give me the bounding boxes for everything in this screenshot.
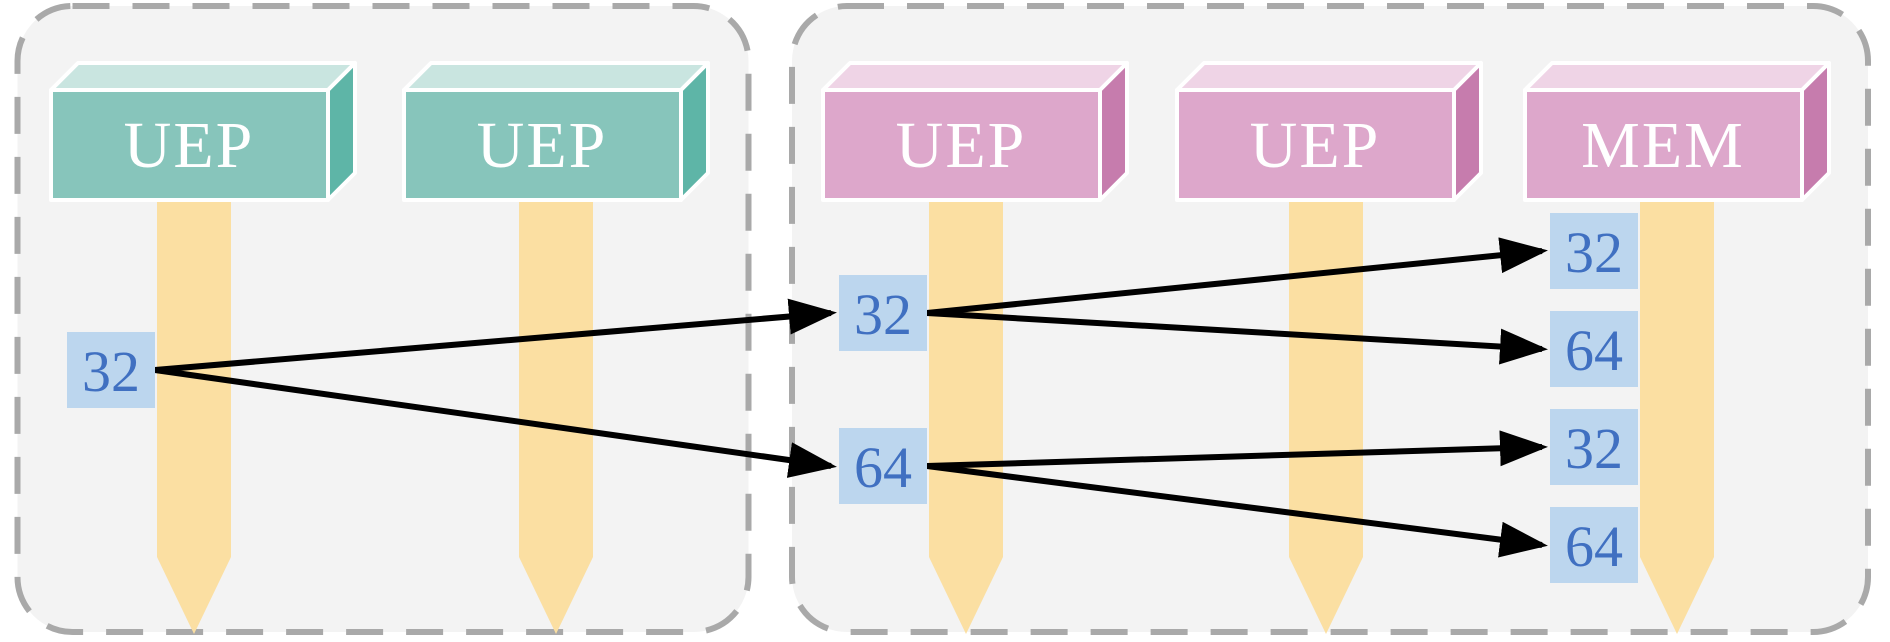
tag-label: 32 [1565, 220, 1623, 285]
left-uep-box-1: UEP [49, 61, 357, 202]
tag-label: 64 [1565, 318, 1623, 383]
stream-arrow-right-uep2 [1289, 200, 1363, 634]
box-label: MEM [1581, 109, 1745, 182]
box-side-face [1800, 61, 1831, 202]
connector-left32-to-uep64 [154, 367, 837, 478]
box-front-face [402, 88, 683, 202]
stream-arrow-mem [1640, 200, 1714, 634]
box-side-face [1098, 61, 1129, 202]
tag-bg [839, 275, 927, 351]
right-uep1-tag-64: 64 [839, 428, 927, 504]
mem-tag-4-64: 64 [1550, 507, 1638, 583]
stream-arrow-right-uep1 [929, 200, 1003, 634]
left-uep-box-2: UEP [402, 61, 710, 202]
box-label: UEP [896, 109, 1027, 182]
box-front-face [1175, 88, 1456, 202]
mem-tag-3-32: 32 [1550, 409, 1638, 485]
tag-bg [1550, 213, 1638, 289]
box-top-face [402, 61, 710, 92]
tag-label: 32 [1565, 416, 1623, 481]
tag-label: 32 [854, 282, 912, 347]
box-front-face [1523, 88, 1804, 202]
connector-uep32-to-mem64a [926, 310, 1548, 365]
box-label: UEP [124, 109, 255, 182]
tag-label: 64 [1565, 514, 1623, 579]
box-side-face [679, 61, 710, 202]
tag-bg [1550, 409, 1638, 485]
box-label: UEP [477, 109, 608, 182]
tag-label: 64 [854, 435, 912, 500]
box-top-face [821, 61, 1129, 92]
box-top-face [1175, 61, 1483, 92]
connector-uep64-to-mem32b [926, 430, 1548, 469]
box-side-face [1452, 61, 1483, 202]
tag-bg [839, 428, 927, 504]
right-mem-box: MEM [1523, 61, 1831, 202]
mem-tag-1-32: 32 [1550, 213, 1638, 289]
left-input-tag-32: 32 [67, 332, 155, 408]
right-uep-box-1: UEP [821, 61, 1129, 202]
box-top-face [49, 61, 357, 92]
connector-uep32-to-mem32a [926, 237, 1548, 316]
tag-bg [67, 332, 155, 408]
box-top-face [1523, 61, 1831, 92]
right-uep1-tag-32: 32 [839, 275, 927, 351]
box-side-face [326, 61, 357, 202]
mem-tag-2-64: 64 [1550, 311, 1638, 387]
box-label: UEP [1250, 109, 1381, 182]
connector-left32-to-uep32 [154, 298, 837, 373]
stream-arrow-left-uep2 [519, 200, 593, 634]
connector-uep64-to-mem64b [926, 463, 1548, 558]
tag-bg [1550, 311, 1638, 387]
box-front-face [49, 88, 330, 202]
right-uep-box-2: UEP [1175, 61, 1483, 202]
stream-arrow-left-uep1 [157, 200, 231, 634]
tag-bg [1550, 507, 1638, 583]
box-front-face [821, 88, 1102, 202]
tag-label: 32 [82, 339, 140, 404]
